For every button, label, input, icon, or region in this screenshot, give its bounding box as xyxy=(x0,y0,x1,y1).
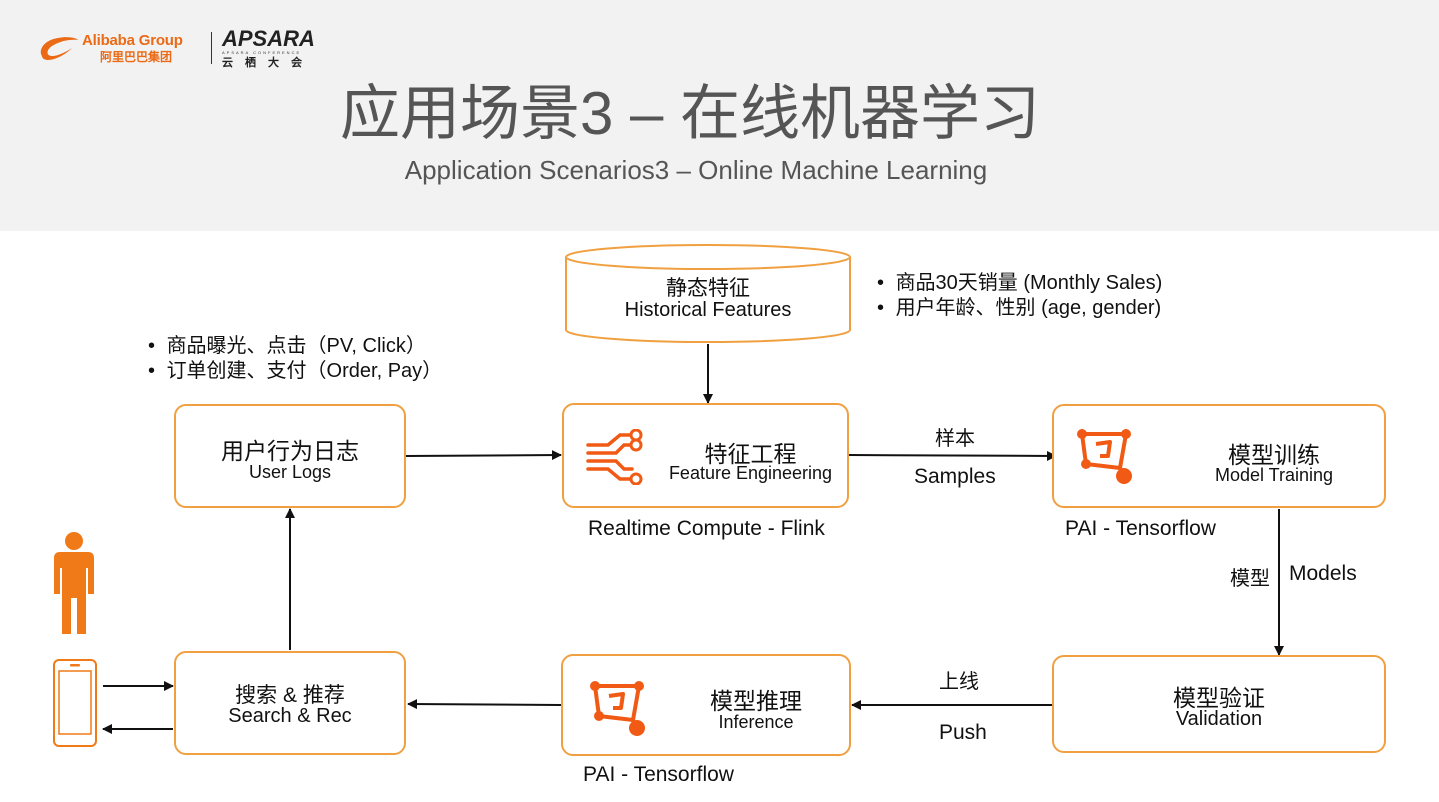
slide-subtitle: Application Scenarios3 – Online Machine … xyxy=(404,155,988,185)
node-validation: 模型验证 Validation xyxy=(1052,655,1386,753)
historical-note-item: 商品30天销量 (Monthly Sales) xyxy=(877,271,1163,296)
node-user-logs-cn: 用户行为日志 xyxy=(221,438,359,464)
user-person-icon xyxy=(54,532,94,634)
edge-models-cn: 模型 xyxy=(1230,568,1270,590)
node-inference-cn: 模型推理 xyxy=(710,688,802,714)
logo-divider xyxy=(211,32,212,64)
apsara-logo: APSARA APSARA CONFERENCE 云栖大会 xyxy=(222,26,332,70)
feature-engineering-icon xyxy=(586,429,643,485)
node-validation-en: Validation xyxy=(1175,708,1263,730)
edge-push-cn: 上线 xyxy=(939,671,979,693)
slide-title: 应用场景3 – 在线机器学习 xyxy=(339,80,1041,147)
edge-samples-cn: 样本 xyxy=(935,428,975,450)
user-log-note-item: 订单创建、支付（Order, Pay） xyxy=(148,359,443,384)
edge-models-en: Models xyxy=(1289,562,1357,585)
node-validation-cn: 模型验证 xyxy=(1173,685,1265,711)
node-model-training-en: Model Training xyxy=(1214,465,1334,485)
node-feature-engineering-cn: 特征工程 xyxy=(704,441,797,467)
node-inference-en: Inference xyxy=(718,712,794,732)
label-pai-training: PAI - Tensorflow xyxy=(1065,517,1216,540)
label-realtime-compute: Realtime Compute - Flink xyxy=(588,517,825,540)
node-search-rec-en: Search & Rec xyxy=(228,705,352,727)
label-pai-inference: PAI - Tensorflow xyxy=(583,763,734,786)
user-log-notes: 商品曝光、点击（PV, Click） 订单创建、支付（Order, Pay） xyxy=(148,334,443,384)
alibaba-logo: Alibaba Group 阿里巴巴集团 xyxy=(36,30,206,66)
edge-push-en: Push xyxy=(939,721,987,744)
arrow-feature-to-training xyxy=(848,450,1057,461)
user-log-note-item: 商品曝光、点击（PV, Click） xyxy=(148,334,442,359)
node-feature-engineering: 特征工程 Feature Engineering xyxy=(562,403,849,508)
pai-model-icon xyxy=(1077,429,1132,484)
arrow-inference-to-search xyxy=(407,699,562,710)
historical-note-item: 用户年龄、性别 (age, gender) xyxy=(877,296,1162,321)
alibaba-logo-text: Alibaba Group xyxy=(82,32,183,49)
edge-samples-en: Samples xyxy=(914,465,996,488)
node-user-logs: 用户行为日志 User Logs xyxy=(174,404,406,508)
node-model-training-cn: 模型训练 xyxy=(1228,442,1320,468)
historical-notes: 商品30天销量 (Monthly Sales) 用户年龄、性别 (age, ge… xyxy=(877,271,1163,321)
node-model-training: 模型训练 Model Training xyxy=(1052,404,1386,508)
node-search-rec: 搜索 & 推荐 Search & Rec xyxy=(174,651,406,755)
node-search-rec-cn: 搜索 & 推荐 xyxy=(235,684,345,707)
historical-features-en: Historical Features xyxy=(624,299,792,321)
header-band: Alibaba Group 阿里巴巴集团 APSARA APSARA CONFE… xyxy=(0,0,1439,231)
apsara-conference-text: APSARA CONFERENCE xyxy=(222,50,302,55)
node-user-logs-en: User Logs xyxy=(248,462,332,482)
historical-features-cn: 静态特征 xyxy=(666,277,750,300)
mobile-phone-icon xyxy=(53,659,97,747)
arrow-userlogs-to-feature xyxy=(405,450,562,461)
node-feature-engineering-en: Feature Engineering xyxy=(668,463,833,483)
node-inference: 模型推理 Inference xyxy=(561,654,851,756)
database-cylinder-icon xyxy=(565,244,851,343)
alibaba-logo-cn-text: 阿里巴巴集团 xyxy=(100,50,173,64)
apsara-logo-cn-text: 云栖大会 xyxy=(222,57,314,69)
pai-model-icon xyxy=(590,681,645,736)
alibaba-swirl-icon xyxy=(40,37,78,60)
apsara-logo-text: APSARA xyxy=(222,26,315,51)
